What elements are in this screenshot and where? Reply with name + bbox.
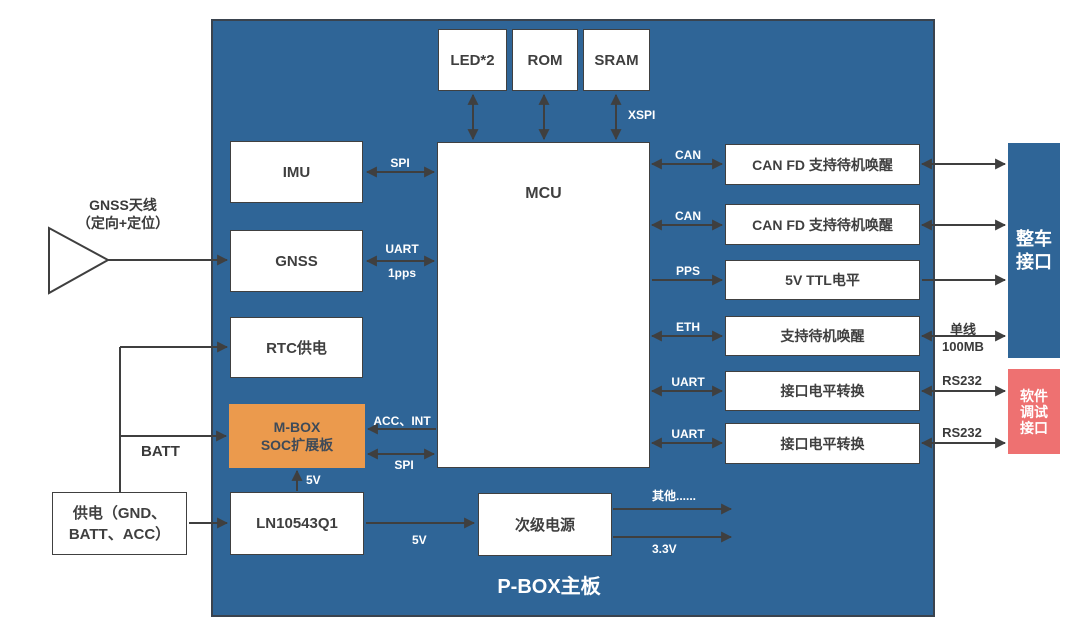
block-vehicle-interface: 整车 接口 [1008,143,1060,358]
eth-label: ETH [676,320,700,334]
gnss-antenna-label: GNSS天线 （定向+定位） [76,197,170,231]
batt-label: BATT [141,443,180,460]
spi-mbox-label: SPI [394,458,414,472]
rs232-2-label: RS232 [942,425,982,440]
block-level-shift-2: 接口电平转换 [725,423,920,464]
block-imu: IMU [230,141,363,203]
block-level-shift-1: 接口电平转换 [725,371,920,411]
100mb-label: 100MB [942,339,984,354]
block-rom: ROM [512,29,578,91]
block-mbox-soc-expansion: M-BOX SOC扩展板 [229,404,365,468]
block-eth-wake: 支持待机唤醒 [725,316,920,356]
gnss-antenna-icon [48,226,111,295]
can2-label: CAN [675,209,701,223]
uart-gnss-label: UART [385,242,419,256]
block-gnss: GNSS [230,230,363,292]
block-secondary-power: 次级电源 [478,493,612,556]
block-led: LED*2 [438,29,507,91]
3v3-label: 3.3V [652,542,677,556]
can1-label: CAN [675,148,701,162]
5v-out-label: 5V [412,533,427,547]
single-wire-label: 单线 [949,322,977,337]
rs232-1-label: RS232 [942,373,982,388]
acc-int-label: ACC、INT [373,414,431,428]
pps-label: PPS [675,264,701,278]
block-5v-ttl: 5V TTL电平 [725,260,920,300]
block-power-supply: 供电（GND、 BATT、ACC） [52,492,187,555]
block-canfd-1: CAN FD 支持待机唤醒 [725,144,920,185]
uart2-label: UART [671,427,705,441]
board-title: P-BOX主板 [497,576,601,598]
other-outputs-label: 其他...... [652,489,697,503]
block-ln10543q1: LN10543Q1 [230,492,364,555]
block-rtc-power: RTC供电 [230,317,363,378]
block-mcu: MCU [437,142,650,468]
block-sram: SRAM [583,29,650,91]
xspi-label: XSPI [628,108,656,122]
uart1-label: UART [671,375,705,389]
block-canfd-2: CAN FD 支持待机唤醒 [725,204,920,245]
block-software-debug-interface: 软件 调试 接口 [1008,369,1060,454]
spi-imu-label: SPI [390,156,410,170]
1pps-label: 1pps [387,266,417,280]
5v-up-label: 5V [306,473,321,487]
